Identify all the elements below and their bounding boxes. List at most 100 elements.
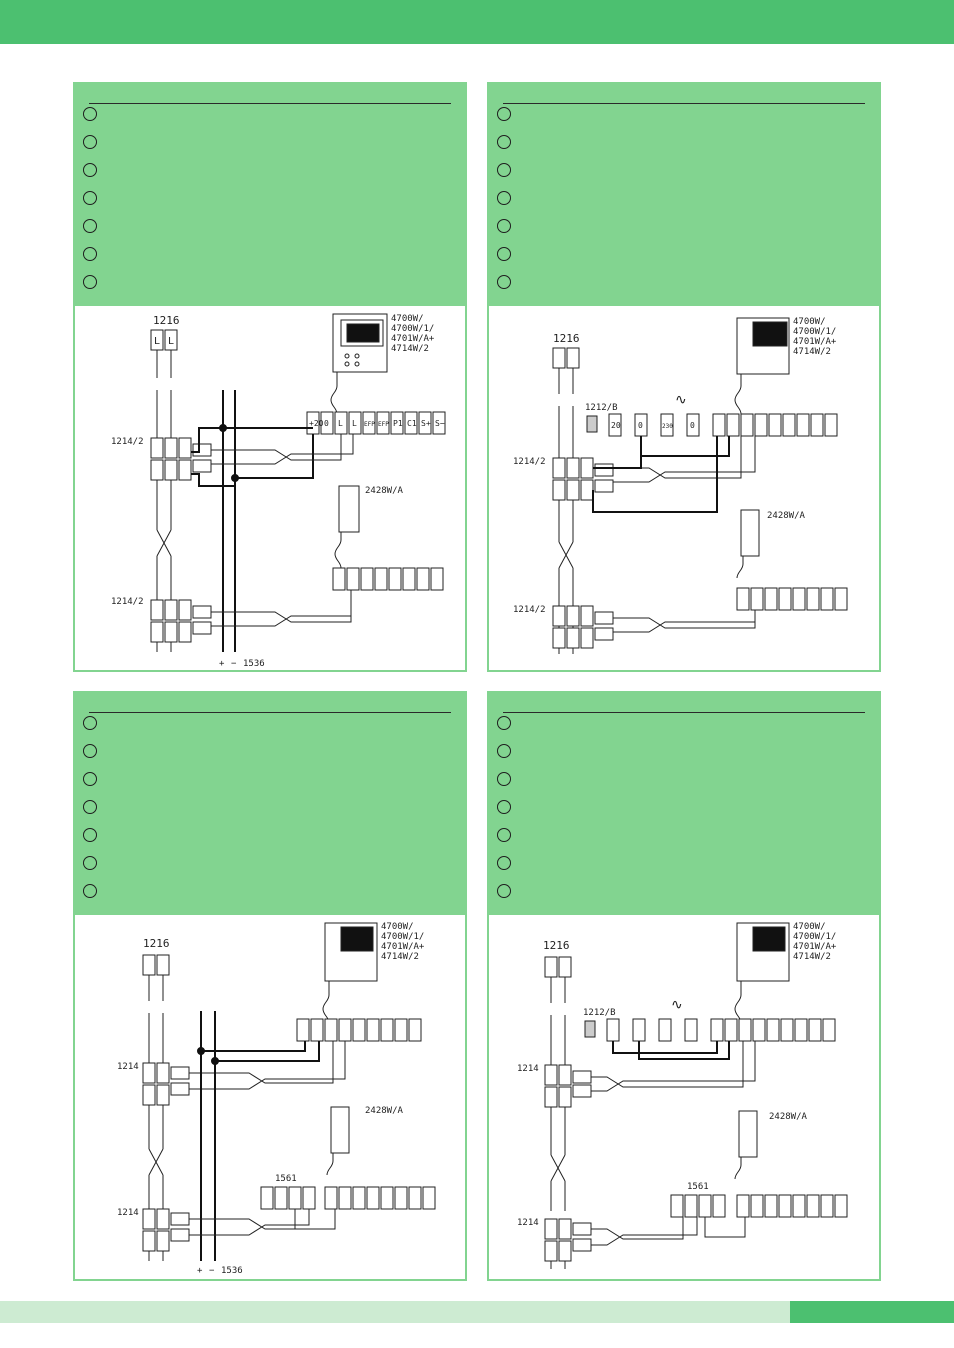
bullet-7: [497, 884, 511, 898]
footer-band: [0, 1301, 790, 1323]
bullet-4: [497, 800, 511, 814]
svg-text:0: 0: [638, 421, 643, 430]
svg-text:S+: S+: [421, 419, 431, 428]
psu-lines: [191, 390, 314, 652]
bullet-2: [497, 135, 511, 149]
svg-text:S−: S−: [435, 419, 445, 428]
svg-text:2428W/A: 2428W/A: [365, 1106, 404, 1116]
svg-text:4700W/1/: 4700W/1/: [793, 327, 836, 337]
panel-header: [75, 84, 465, 306]
signal-lines: [211, 434, 354, 465]
svg-text:1214: 1214: [117, 1208, 139, 1218]
bullet-1: [83, 716, 97, 730]
svg-text:4700W/: 4700W/: [381, 922, 414, 932]
bullet-1: [83, 107, 97, 121]
distributor-2: [150, 599, 212, 643]
svg-text:+: +: [197, 1266, 203, 1276]
svg-text:4701W/A+: 4701W/A+: [793, 337, 837, 347]
bullet-7: [83, 275, 97, 289]
svg-text:1214/2: 1214/2: [513, 605, 546, 615]
svg-text:1214/2: 1214/2: [513, 457, 546, 467]
svg-text:L: L: [154, 336, 160, 347]
footer-accent: [790, 1301, 954, 1323]
svg-text:+20: +20: [309, 419, 324, 428]
monitor-icon: [322, 922, 378, 1024]
svg-text:1212/B: 1212/B: [583, 1008, 616, 1018]
bullet-6: [497, 247, 511, 261]
svg-text:1536: 1536: [221, 1266, 243, 1276]
monitor-model: 4714W/2: [391, 344, 429, 354]
svg-text:1214: 1214: [517, 1064, 539, 1074]
bullet-3: [497, 772, 511, 786]
bullet-2: [497, 744, 511, 758]
panel-header: [489, 693, 879, 915]
svg-text:0: 0: [690, 421, 695, 430]
panel-2: 1216 4700W/ 4700W/1/ 4701W/A+ 4714W/2 12…: [487, 82, 881, 672]
monitor-model: 4700W/1/: [391, 324, 434, 334]
wiring-diagram-3: 1216 4700W/ 4700W/1/ 4701W/A+ 4714W/2 12…: [117, 922, 436, 1276]
svg-text:1216: 1216: [543, 939, 570, 952]
bullet-1: [497, 716, 511, 730]
bullet-5: [83, 219, 97, 233]
bullet-7: [497, 275, 511, 289]
bullet-4: [83, 191, 97, 205]
divider: [89, 103, 451, 104]
bullet-2: [83, 135, 97, 149]
psu-minus: −: [231, 659, 237, 669]
bullet-6: [83, 247, 97, 261]
divider: [503, 103, 865, 104]
label-1216: 1216: [153, 314, 180, 327]
distributor-1: [150, 437, 212, 481]
bullet-1: [497, 107, 511, 121]
svg-text:4714W/2: 4714W/2: [793, 952, 831, 962]
bullet-6: [497, 856, 511, 870]
psu-model: 1212/B: [585, 403, 618, 413]
svg-text:4714W/2: 4714W/2: [381, 952, 419, 962]
monitor-icon: [734, 922, 790, 1024]
panel-header: [489, 84, 879, 306]
svg-text:1214: 1214: [117, 1062, 139, 1072]
svg-text:4700W/: 4700W/: [793, 317, 826, 327]
divider: [503, 712, 865, 713]
svg-text:1561: 1561: [687, 1182, 709, 1192]
label-distributor-2: 1214/2: [111, 597, 144, 607]
svg-text:−: −: [209, 1266, 215, 1276]
handset-terminals: [332, 567, 444, 591]
monitor-terminals: [306, 411, 446, 435]
bullet-3: [83, 163, 97, 177]
bullet-6: [83, 856, 97, 870]
svg-text:4700W/: 4700W/: [793, 922, 826, 932]
aux-model: 1561: [275, 1174, 297, 1184]
psu-terminals: [586, 413, 838, 437]
bullet-5: [83, 828, 97, 842]
svg-text:4701W/A+: 4701W/A+: [381, 942, 425, 952]
svg-text:C1: C1: [407, 419, 417, 428]
psu-plus: +: [219, 659, 225, 669]
monitor-icon: [330, 313, 388, 415]
svg-text:230: 230: [662, 423, 673, 430]
svg-text:4714W/2: 4714W/2: [793, 347, 831, 357]
bullet-3: [83, 772, 97, 786]
handset-model: 2428W/A: [365, 486, 404, 496]
bullet-4: [497, 191, 511, 205]
svg-text:P1: P1: [393, 419, 403, 428]
bullet-2: [83, 744, 97, 758]
wiring-diagram-4: 1216 4700W/ 4700W/1/ 4701W/A+ 4714W/2 12…: [517, 922, 848, 1269]
svg-text:2428W/A: 2428W/A: [767, 511, 806, 521]
psu-model: 1536: [243, 659, 265, 669]
svg-text:4701W/A+: 4701W/A+: [793, 942, 837, 952]
header-band: [0, 0, 954, 44]
ac-symbol: ∿: [675, 392, 687, 408]
bullet-3: [497, 163, 511, 177]
svg-text:20: 20: [611, 421, 621, 430]
panel-3: 1216 4700W/ 4700W/1/ 4701W/A+ 4714W/2 12…: [73, 691, 467, 1281]
bullet-7: [83, 884, 97, 898]
svg-text:1216: 1216: [143, 937, 170, 950]
panel-4: 1216 4700W/ 4700W/1/ 4701W/A+ 4714W/2 12…: [487, 691, 881, 1281]
svg-text:EFP: EFP: [364, 421, 375, 428]
bullet-5: [497, 828, 511, 842]
